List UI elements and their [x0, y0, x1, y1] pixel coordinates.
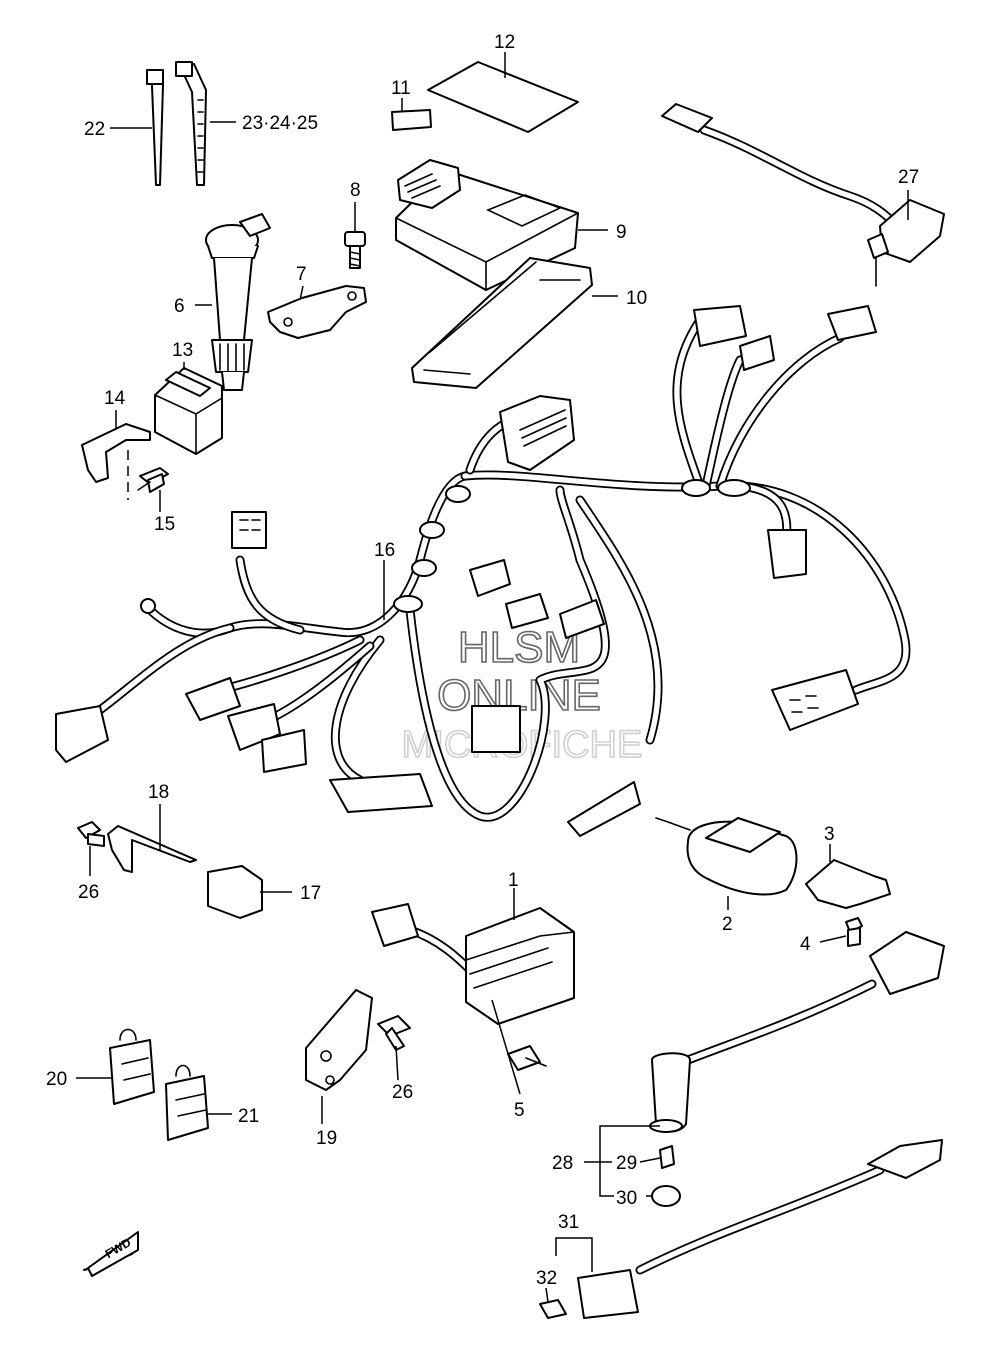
watermark-line-2: ONLINE: [437, 671, 601, 720]
label-13: 13: [172, 340, 193, 361]
label-31: 31: [558, 1212, 579, 1233]
watermark-line-1: HLSM: [458, 623, 580, 672]
bolt-26b: [377, 1015, 411, 1051]
label-26a: 26: [78, 882, 99, 903]
leader-lines: [76, 52, 909, 1303]
label-21: 21: [238, 1106, 259, 1127]
label-27: 27: [898, 167, 919, 188]
label-19: 19: [316, 1128, 337, 1149]
label-15: 15: [154, 514, 175, 535]
label-32: 32: [536, 1268, 557, 1289]
canister-2: [655, 817, 798, 896]
fwd-arrow-icon: FWD: [83, 1231, 139, 1277]
label-28: 28: [552, 1153, 573, 1174]
label-22: 22: [84, 119, 105, 140]
sensor-27: [661, 103, 945, 287]
bolt-8: [344, 231, 366, 269]
regulator-1: [371, 903, 575, 1025]
label-9: 9: [616, 222, 627, 243]
sheet-12: [427, 61, 579, 133]
main-harness-16: [55, 305, 911, 837]
label-7: 7: [296, 264, 307, 285]
cover-17: [207, 865, 263, 919]
cable-tie-22: [146, 69, 164, 186]
label-4: 4: [800, 934, 811, 955]
label-2: 2: [722, 914, 733, 935]
label-8: 8: [350, 180, 361, 201]
bolt-26a: [77, 821, 105, 847]
bolt-4: [845, 917, 863, 947]
label-29: 29: [616, 1153, 637, 1174]
label-18: 18: [148, 782, 169, 803]
label-10: 10: [626, 288, 647, 309]
label-3: 3: [824, 824, 835, 845]
label-23-24-25: 23·24·25: [242, 113, 318, 134]
ignition-coil-6: [205, 213, 271, 391]
bracket-19: [305, 989, 373, 1091]
label-1: 1: [508, 870, 519, 891]
label-30: 30: [616, 1188, 637, 1209]
connector-20: [109, 1028, 155, 1105]
label-20: 20: [46, 1069, 67, 1090]
clip-14: [81, 423, 151, 483]
label-16: 16: [374, 540, 395, 561]
screw-5: [507, 1045, 547, 1071]
bracket-7: [267, 285, 367, 339]
callouts: 22 23·24·25 12 11 8 9 10 7 6 13 14 15 27…: [46, 32, 919, 1289]
pad-11: [391, 109, 432, 131]
sub-harness-31: [577, 1139, 943, 1319]
bracket-18: [107, 825, 197, 873]
connector-21: [165, 1064, 209, 1141]
label-17: 17: [300, 883, 321, 904]
part-30: [651, 1185, 681, 1207]
label-6: 6: [174, 296, 185, 317]
fuse-32: [539, 1299, 567, 1319]
screw-15: [137, 467, 169, 493]
cable-tie-23: [175, 61, 207, 186]
label-26b: 26: [392, 1082, 413, 1103]
bracket-3: [805, 859, 891, 909]
label-11: 11: [391, 78, 411, 99]
label-12: 12: [494, 32, 515, 53]
label-14: 14: [104, 388, 126, 409]
relay-13: [154, 367, 223, 455]
label-5: 5: [514, 1100, 525, 1121]
plug-cap-28: [649, 931, 945, 1133]
band-10: [411, 257, 593, 389]
part-29: [659, 1145, 675, 1169]
